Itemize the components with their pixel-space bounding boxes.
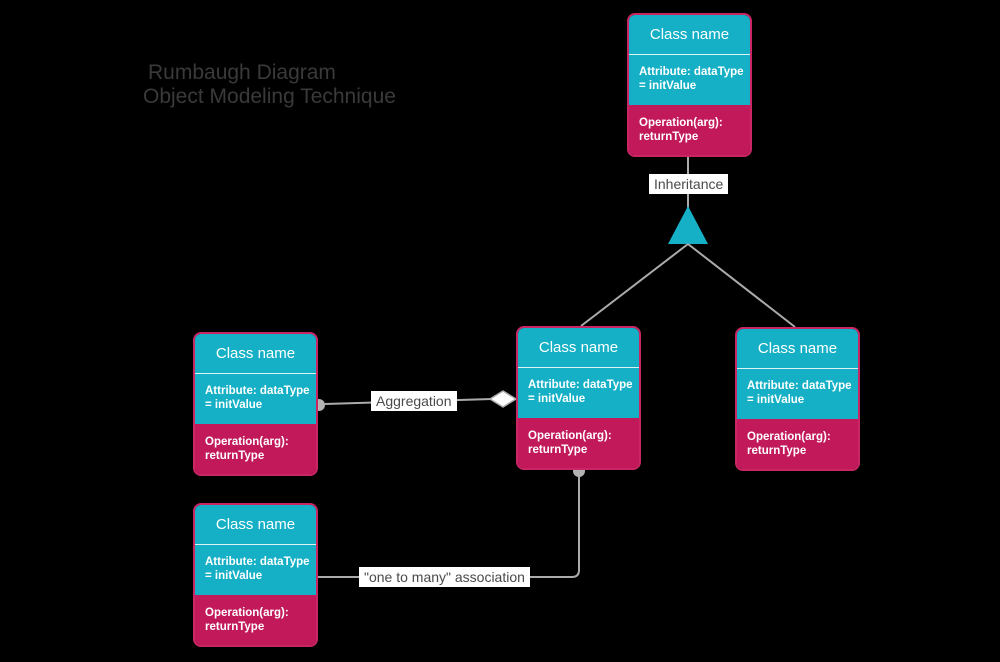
attribute-line-1: Attribute: dataType — [639, 66, 744, 78]
operation-line-2: returnType — [747, 445, 807, 457]
operation-line-1: Operation(arg): — [747, 431, 831, 443]
operation-line-2: returnType — [639, 131, 699, 143]
attribute-line-2: = initValue — [205, 399, 263, 411]
inheritance-branch-right-line — [687, 243, 796, 328]
class-name-header: Class name — [737, 329, 858, 369]
attribute-line-2: = initValue — [639, 80, 697, 92]
operation-line-2: returnType — [528, 444, 588, 456]
inheritance-triangle-icon — [668, 206, 708, 244]
class-name-header: Class name — [629, 15, 750, 55]
attribute-line-1: Attribute: dataType — [528, 379, 633, 391]
operation-line-1: Operation(arg): — [205, 607, 289, 619]
attribute-line-2: = initValue — [528, 393, 586, 405]
attribute-line-2: = initValue — [747, 394, 805, 406]
aggregation-diamond-icon — [488, 390, 518, 408]
attributes-section: Attribute: dataType = initValue — [737, 369, 858, 419]
attributes-section: Attribute: dataType = initValue — [195, 545, 316, 595]
title-line-1: Rumbaugh Diagram — [148, 61, 336, 84]
attributes-section: Attribute: dataType = initValue — [518, 368, 639, 418]
class-box-subclass-right: Class name Attribute: dataType = initVal… — [735, 327, 860, 471]
inheritance-label: Inheritance — [649, 174, 729, 194]
operation-line-1: Operation(arg): — [205, 436, 289, 448]
attributes-section: Attribute: dataType = initValue — [195, 374, 316, 424]
operations-section: Operation(arg): returnType — [195, 424, 316, 474]
operation-line-1: Operation(arg): — [528, 430, 612, 442]
attributes-section: Attribute: dataType = initValue — [629, 55, 750, 105]
class-name-header: Class name — [195, 505, 316, 545]
page-title: Rumbaugh Diagram Object Modeling Techniq… — [143, 61, 396, 109]
operations-section: Operation(arg): returnType — [518, 418, 639, 468]
operation-line-2: returnType — [205, 621, 265, 633]
association-line — [318, 476, 580, 578]
attribute-line-1: Attribute: dataType — [205, 556, 310, 568]
class-box-associated: Class name Attribute: dataType = initVal… — [193, 503, 318, 647]
class-name-header: Class name — [518, 328, 639, 368]
class-box-subclass-left: Class name Attribute: dataType = initVal… — [516, 326, 641, 470]
association-label: "one to many" association — [359, 567, 530, 587]
operation-line-2: returnType — [205, 450, 265, 462]
attribute-line-2: = initValue — [205, 570, 263, 582]
class-name-header: Class name — [195, 334, 316, 374]
attribute-line-1: Attribute: dataType — [747, 380, 852, 392]
operations-section: Operation(arg): returnType — [629, 105, 750, 155]
class-box-part: Class name Attribute: dataType = initVal… — [193, 332, 318, 476]
operation-line-1: Operation(arg): — [639, 117, 723, 129]
operations-section: Operation(arg): returnType — [737, 419, 858, 469]
title-line-2: Object Modeling Technique — [143, 85, 396, 108]
inheritance-branch-left-line — [580, 243, 689, 327]
operations-section: Operation(arg): returnType — [195, 595, 316, 645]
attribute-line-1: Attribute: dataType — [205, 385, 310, 397]
aggregation-label: Aggregation — [371, 391, 457, 411]
class-box-superclass: Class name Attribute: dataType = initVal… — [627, 13, 752, 157]
